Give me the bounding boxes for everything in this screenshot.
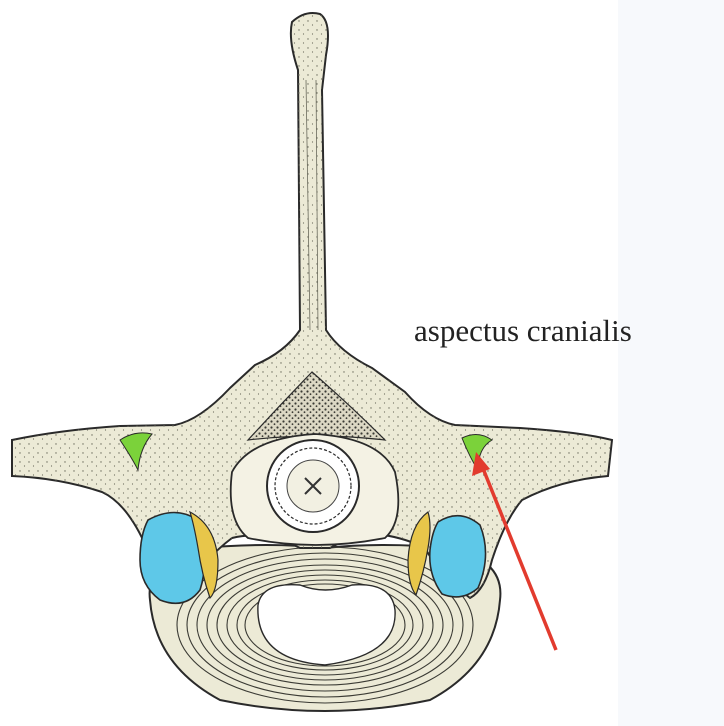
right-joint bbox=[407, 434, 493, 598]
side-panel bbox=[618, 0, 724, 726]
left-joint bbox=[119, 432, 219, 605]
vertebral-canal bbox=[229, 433, 400, 546]
right-articular-facet bbox=[461, 434, 493, 472]
nucleus-pulposus bbox=[257, 583, 396, 666]
pointer-arrow bbox=[472, 452, 558, 651]
right-capsule bbox=[407, 511, 431, 597]
right-synovial-cavity bbox=[428, 514, 487, 598]
left-capsule bbox=[189, 510, 219, 600]
view-label: aspectus cranialis bbox=[414, 313, 632, 348]
vertebral-arch bbox=[11, 12, 614, 600]
left-articular-facet bbox=[119, 432, 153, 472]
